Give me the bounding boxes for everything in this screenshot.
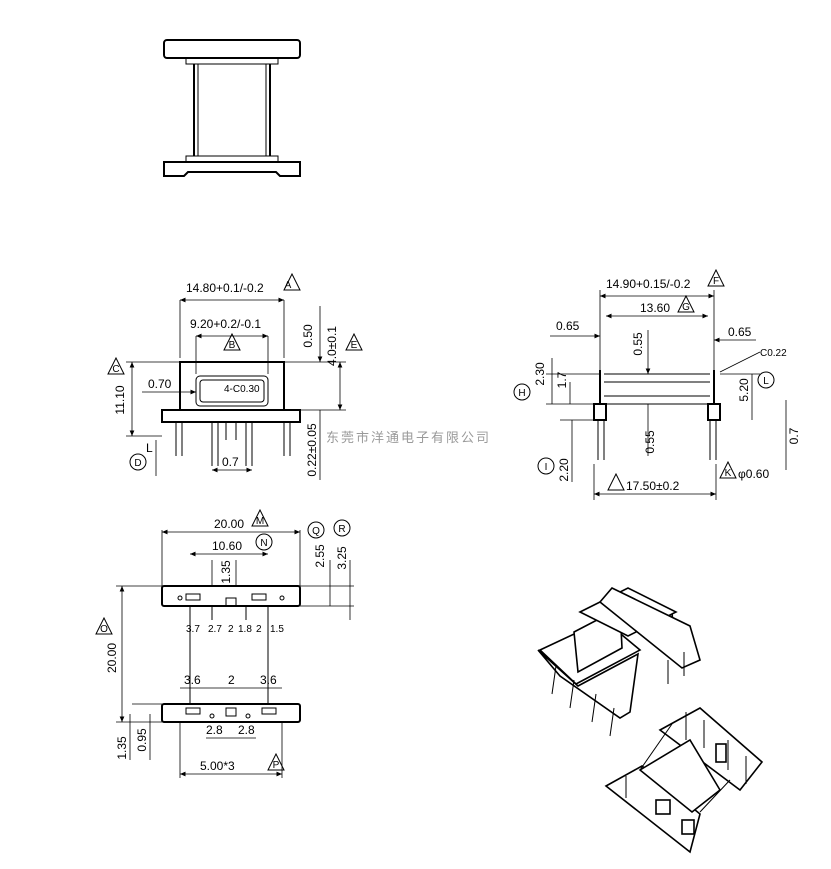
front-top-h: 4.0±0.1 xyxy=(325,326,339,366)
isometric-view-top xyxy=(537,587,701,737)
side-inner: 13.60 xyxy=(640,301,670,315)
bottom-mark-q: Q xyxy=(312,526,320,537)
front-pin-len: L xyxy=(146,441,153,455)
bottom-d1: 1.35 xyxy=(219,560,233,584)
bottom-width: 20.00 xyxy=(214,517,244,531)
front-width-mark: A xyxy=(285,280,292,291)
front-top-h-mark: E xyxy=(351,340,358,351)
front-inner-mark: B xyxy=(229,340,236,351)
front-width-label: 14.80+0.1/-0.2 xyxy=(186,281,264,295)
side-chamfer: C0.22 xyxy=(760,348,787,359)
bottom-inner-mark: N xyxy=(260,538,267,549)
side-d2: 2.30 xyxy=(533,362,547,386)
side-mark-h: H xyxy=(518,388,525,399)
bottom-pitch-mark: P xyxy=(273,760,280,771)
bottom-height: 20.00 xyxy=(105,643,119,673)
side-d3: 1.7 xyxy=(555,371,569,388)
side-d6: 2.20 xyxy=(557,458,571,482)
side-width-mark: F xyxy=(713,276,719,287)
front-pin-dim: 0.22±0.05 xyxy=(305,423,319,477)
side-d4: 5.20 xyxy=(737,378,751,402)
spacing-row: 3.7 2.7 2 1.8 2 1.5 xyxy=(186,624,284,635)
bottom-inner: 10.60 xyxy=(212,539,242,553)
side-inner-mark: G xyxy=(682,302,690,313)
front-top-thk: 0.50 xyxy=(301,324,315,348)
bottom-mark-r: R xyxy=(338,524,345,535)
front-height-mark: C xyxy=(112,364,119,375)
side-mark-i: I xyxy=(545,462,548,473)
top-view xyxy=(163,39,301,177)
bottom-b2: 2 xyxy=(228,673,235,687)
bottom-height-mark: O xyxy=(100,624,108,635)
front-pin-mark: D xyxy=(134,458,141,469)
side-mark-k: K xyxy=(725,468,732,479)
bottom-width-mark: M xyxy=(256,516,264,527)
spacing-5: 2 xyxy=(256,624,262,635)
side-left: 0.65 xyxy=(556,319,580,333)
isometric-view-bottom xyxy=(604,707,764,854)
spacing-3: 2 xyxy=(228,624,234,635)
spacing-4: 1.8 xyxy=(238,624,252,635)
side-d5: 0.55 xyxy=(643,430,657,454)
bottom-c2: 2.8 xyxy=(238,723,255,737)
spacing-1: 3.7 xyxy=(186,624,200,635)
front-height: 11.10 xyxy=(113,385,127,414)
side-width: 14.90+0.15/-0.2 xyxy=(606,277,691,291)
bottom-d2: 2.55 xyxy=(313,544,327,568)
side-d7: 0.7 xyxy=(787,427,801,444)
front-side-w: 0.70 xyxy=(148,377,172,391)
bottom-b3: 3.6 xyxy=(260,673,277,687)
bottom-e2: 0.95 xyxy=(135,728,149,752)
front-inner-label: 9.20+0.2/-0.1 xyxy=(190,317,261,331)
side-right: 0.65 xyxy=(728,325,752,339)
bottom-e1: 1.35 xyxy=(115,736,129,760)
spacing-2: 2.7 xyxy=(208,624,222,635)
side-pin-d: φ0.60 xyxy=(738,467,769,481)
bottom-d3: 3.25 xyxy=(335,546,349,570)
side-mark-l: L xyxy=(763,376,769,387)
side-view: 14.90+0.15/-0.2 F 13.60 G 0.65 0.65 C0.2… xyxy=(513,268,801,500)
spacing-6: 1.5 xyxy=(270,624,284,635)
front-view: 14.80+0.1/-0.2 A 9.20+0.2/-0.1 B 0.50 4.… xyxy=(107,272,363,480)
bottom-pitch: 5.00*3 xyxy=(200,759,235,773)
bottom-view: 20.00 M 10.60 N 1.35 2.55 3.25 Q R 3.7 2… xyxy=(95,508,354,778)
watermark: 东莞市洋通电子有限公司 xyxy=(326,430,491,445)
bottom-c1: 2.8 xyxy=(206,723,223,737)
bottom-b1: 3.6 xyxy=(184,673,201,687)
front-pin-pitch: 0.7 xyxy=(222,455,239,469)
front-chamfer: 4-C0.30 xyxy=(224,384,260,395)
side-d1: 0.55 xyxy=(631,332,645,356)
side-span: 17.50±0.2 xyxy=(626,479,680,493)
